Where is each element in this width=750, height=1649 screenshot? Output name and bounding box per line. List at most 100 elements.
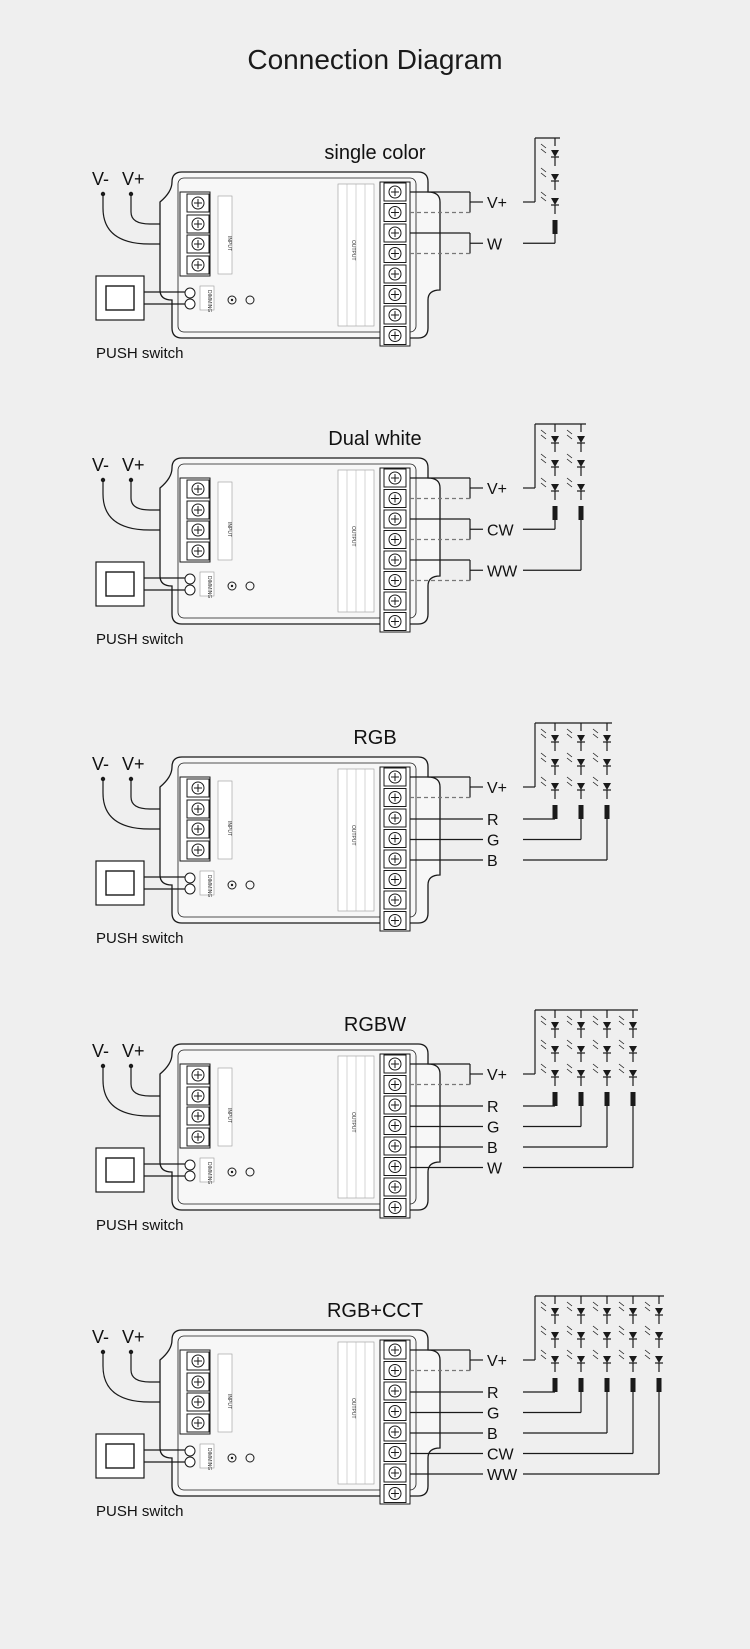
led-icon xyxy=(603,735,611,742)
led-ray xyxy=(592,1044,599,1050)
resistor-icon xyxy=(552,220,558,234)
led-ray xyxy=(540,1306,547,1312)
led-ray xyxy=(566,757,573,763)
led-icon xyxy=(551,484,559,491)
led-ray xyxy=(592,1301,599,1307)
led-ray xyxy=(644,1325,651,1331)
led-ray xyxy=(540,1039,547,1045)
output-label-v+: V+ xyxy=(487,481,507,498)
led-icon xyxy=(629,1332,637,1339)
led-icon xyxy=(603,1046,611,1053)
led-indicator xyxy=(227,1453,237,1463)
led-icon xyxy=(629,1308,637,1315)
controller-inner-frame xyxy=(177,463,417,619)
input-label-panel xyxy=(217,1067,233,1147)
output-label-v+: V+ xyxy=(487,1353,507,1370)
led-ray xyxy=(540,728,547,734)
led-icon xyxy=(551,783,559,790)
wire-v-minus xyxy=(102,194,180,245)
button-indicator xyxy=(245,295,255,305)
led-icon xyxy=(551,198,559,205)
led-ray xyxy=(592,752,599,758)
led-indicator-dot xyxy=(230,298,234,302)
dimming-port xyxy=(184,584,196,596)
led-icon xyxy=(577,460,585,467)
resistor-icon xyxy=(656,1378,662,1392)
output-label: OUTPUT xyxy=(350,240,356,261)
led-icon xyxy=(603,1356,611,1363)
led-ray xyxy=(618,1063,625,1069)
led-ray xyxy=(566,1044,573,1050)
led-icon xyxy=(551,150,559,157)
resistor-icon xyxy=(630,1378,636,1392)
led-icon xyxy=(603,1308,611,1315)
input-label: INPUT xyxy=(226,236,232,251)
section-title: RGBW xyxy=(343,1014,407,1036)
led-icon xyxy=(603,783,611,790)
input-label-panel xyxy=(217,195,233,275)
output-label-ww: WW xyxy=(487,1467,518,1484)
led-ray xyxy=(540,191,547,197)
led-ray xyxy=(618,1301,625,1307)
led-icon xyxy=(629,1070,637,1077)
label-v-plus: V+ xyxy=(122,1041,145,1061)
led-icon xyxy=(655,1308,663,1315)
resistor-icon xyxy=(578,1092,584,1106)
led-icon xyxy=(551,759,559,766)
led-icon xyxy=(551,1308,559,1315)
wire-v-minus xyxy=(102,480,180,531)
led-ray xyxy=(540,776,547,782)
led-ray xyxy=(566,1330,573,1336)
led-ray xyxy=(592,781,599,787)
led-ray xyxy=(566,1015,573,1021)
led-icon xyxy=(603,1022,611,1029)
dimming-label-panel xyxy=(199,285,215,311)
led-ray xyxy=(618,1044,625,1050)
dimming-label: DIMMING xyxy=(206,1162,212,1184)
led-ray xyxy=(540,1015,547,1021)
led-ray xyxy=(618,1330,625,1336)
label-v-minus: V- xyxy=(92,1041,109,1061)
resistor-icon xyxy=(578,506,584,520)
led-icon xyxy=(551,1022,559,1029)
resistor-icon xyxy=(552,805,558,819)
input-label: INPUT xyxy=(226,821,232,836)
led-ray xyxy=(540,1068,547,1074)
led-icon xyxy=(551,436,559,443)
led-icon xyxy=(603,759,611,766)
led-ray xyxy=(618,1306,625,1312)
push-switch-label: PUSH switch xyxy=(96,1217,184,1234)
dimming-port xyxy=(184,872,196,884)
output-label-cw: CW xyxy=(487,522,515,539)
led-ray xyxy=(592,1330,599,1336)
dimming-port xyxy=(184,1170,196,1182)
output-label: OUTPUT xyxy=(350,1112,356,1133)
dimming-port xyxy=(184,883,196,895)
led-ray xyxy=(618,1015,625,1021)
resistor-icon xyxy=(604,1378,610,1392)
output-label-v+: V+ xyxy=(487,780,507,797)
dimming-label-panel xyxy=(199,1443,215,1469)
dimming-label-panel xyxy=(199,1157,215,1183)
push-switch-label: PUSH switch xyxy=(96,345,184,362)
output-label-r: R xyxy=(487,812,499,829)
output-label-g: G xyxy=(487,1406,499,1423)
led-ray xyxy=(540,1354,547,1360)
led-icon xyxy=(577,783,585,790)
input-label: INPUT xyxy=(226,1394,232,1409)
led-ray xyxy=(592,1349,599,1355)
led-ray xyxy=(540,482,547,488)
resistor-icon xyxy=(578,1378,584,1392)
dimming-port xyxy=(184,1159,196,1171)
input-label-panel xyxy=(217,1353,233,1433)
resistor-icon xyxy=(552,1092,558,1106)
input-label-panel xyxy=(217,780,233,860)
label-v-minus: V- xyxy=(92,455,109,475)
led-ray xyxy=(566,434,573,440)
led-ray xyxy=(644,1306,651,1312)
led-ray xyxy=(566,482,573,488)
